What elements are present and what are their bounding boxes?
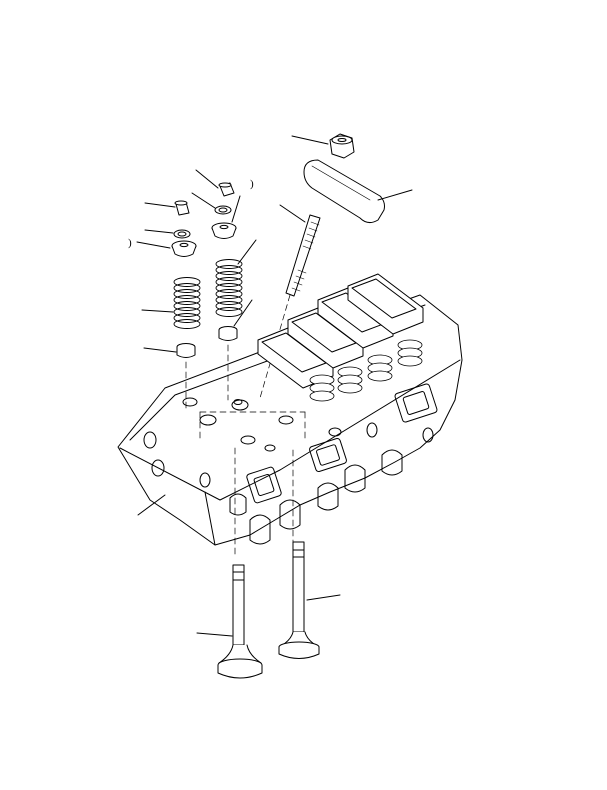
callout-mark-retainer: ) xyxy=(128,237,132,249)
leader-spring-retainer-2 xyxy=(136,241,171,249)
bolt-holes xyxy=(143,397,434,488)
leader-rocker-nut xyxy=(291,135,329,145)
callout-mark-keeper: ) xyxy=(250,178,254,190)
leader-valve-spring-2 xyxy=(141,309,174,313)
intake-ports xyxy=(246,383,438,504)
rocker-arm xyxy=(303,159,385,224)
valve-keeper-2 xyxy=(174,200,190,216)
valve-spring xyxy=(215,259,243,317)
valve-stem-seal xyxy=(218,326,238,341)
lower-bosses xyxy=(229,449,403,545)
installed-rocker-arms xyxy=(257,273,424,402)
spring-retainer-2 xyxy=(171,240,197,257)
leader-valve-keeper-2 xyxy=(144,202,176,208)
leader-valve-keeper xyxy=(195,169,219,189)
seal-ring xyxy=(214,205,232,215)
valve-stem-seal-2 xyxy=(176,343,196,358)
leader-exhaust-valve xyxy=(306,594,341,601)
valve-keeper xyxy=(218,182,235,197)
valve-spring-2 xyxy=(173,277,201,329)
leader-valve-spring xyxy=(237,239,257,265)
leader-rocker-arm xyxy=(377,189,413,201)
rocker-nut xyxy=(329,133,355,159)
leader-valve-stem-seal xyxy=(233,299,253,327)
leader-seal-ring-2 xyxy=(144,229,174,234)
leader-seal-ring xyxy=(191,192,216,209)
exhaust-valve xyxy=(278,541,320,659)
rocker-stud xyxy=(285,214,321,297)
leader-valve-stem-seal-2 xyxy=(143,347,177,353)
leader-cylinder-head xyxy=(137,494,166,516)
intake-valve xyxy=(217,564,263,679)
spring-retainer xyxy=(211,222,237,239)
leader-intake-valve xyxy=(196,632,233,637)
leader-spring-retainer xyxy=(231,195,241,223)
seal-ring-2 xyxy=(173,229,191,239)
leader-rocker-stud xyxy=(279,204,306,223)
